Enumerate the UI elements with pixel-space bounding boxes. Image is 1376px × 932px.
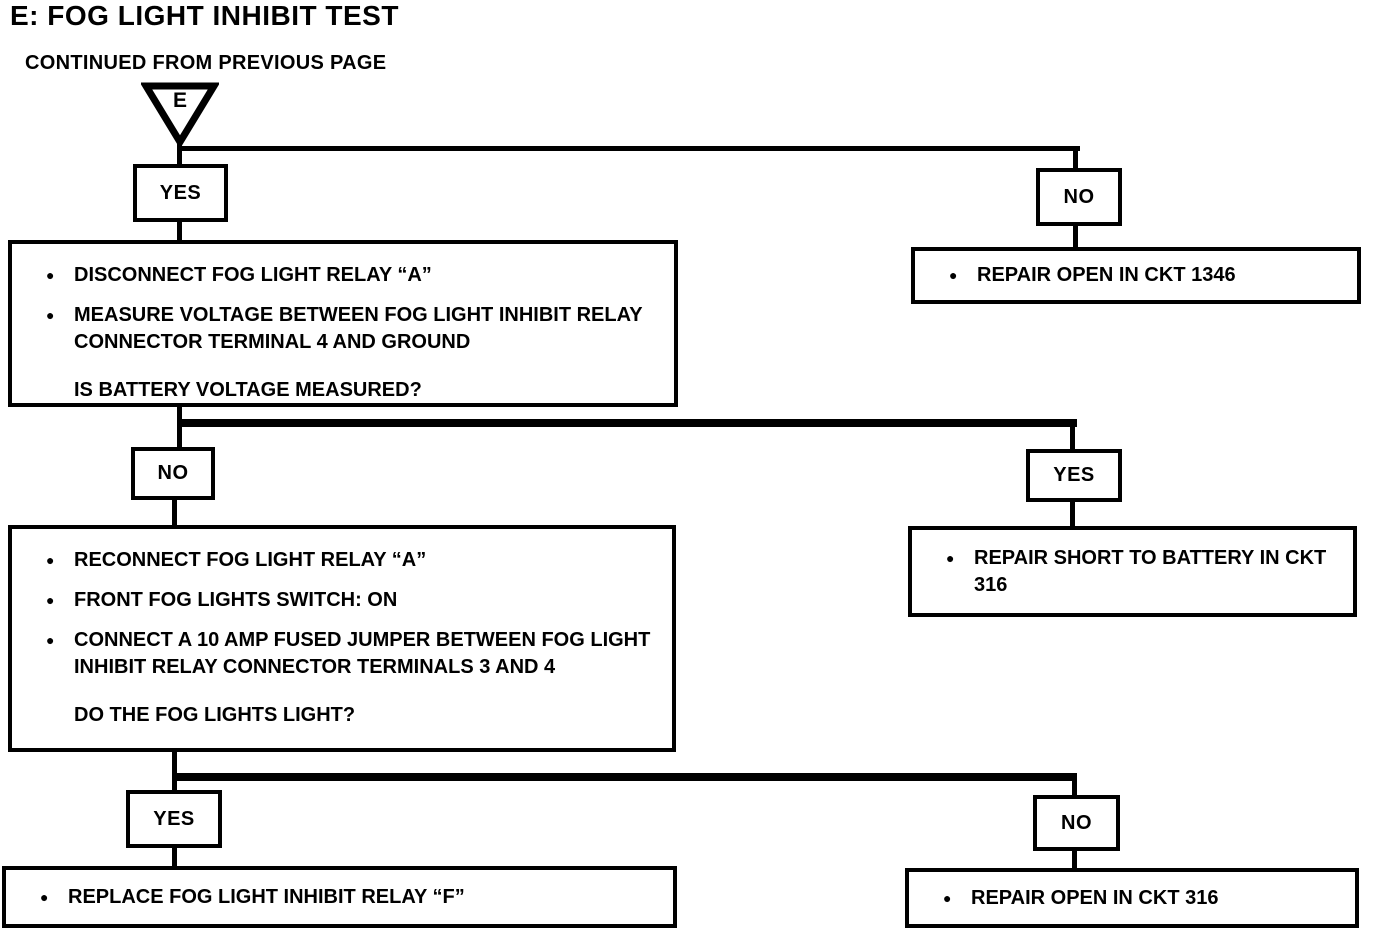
bullet-icon: ●	[943, 889, 952, 906]
connector-line	[177, 419, 1077, 427]
action-step-text: CONNECT A 10 AMP FUSED JUMPER BETWEEN FO…	[74, 629, 651, 678]
connector-line	[172, 497, 177, 527]
action-step: ● REPLACE FOG LIGHT INHIBIT RELAY “F”	[28, 884, 663, 911]
connector-line	[172, 773, 1077, 781]
bullet-icon: ●	[946, 549, 955, 566]
action-step: ● REPAIR SHORT TO BATTERY IN CKT 316	[934, 545, 1343, 599]
action-step: ● MEASURE VOLTAGE BETWEEN FOG LIGHT INHI…	[34, 302, 664, 356]
bullet-icon: ●	[46, 632, 55, 648]
connector-line	[172, 845, 177, 868]
decision-label: NO	[1063, 185, 1095, 208]
connector-line	[172, 750, 177, 792]
action-step: ● REPAIR OPEN IN CKT 1346	[937, 262, 1347, 289]
connector-line	[1072, 773, 1077, 797]
action-step-text: RECONNECT FOG LIGHT RELAY “A”	[74, 549, 427, 571]
connector-line	[177, 146, 1080, 151]
action-box-3-left: ● REPLACE FOG LIGHT INHIBIT RELAY “F”	[2, 866, 677, 928]
action-step: ● CONNECT A 10 AMP FUSED JUMPER BETWEEN …	[34, 627, 662, 681]
bullet-icon: ●	[949, 267, 958, 283]
decision-yes-1: YES	[133, 164, 228, 222]
action-box-1-left: ● DISCONNECT FOG LIGHT RELAY “A” ● MEASU…	[8, 240, 678, 407]
connector-line	[177, 218, 182, 244]
decision-label: YES	[159, 181, 202, 204]
connector-line	[1072, 849, 1077, 870]
decision-no-3: NO	[1033, 795, 1120, 851]
connector-line	[1070, 500, 1075, 528]
decision-question: IS BATTERY VOLTAGE MEASURED?	[74, 379, 422, 401]
action-step: ● FRONT FOG LIGHTS SWITCH: ON	[34, 587, 662, 614]
action-step-text: REPLACE FOG LIGHT INHIBIT RELAY “F”	[68, 885, 465, 908]
action-step: ● REPAIR OPEN IN CKT 316	[931, 885, 1345, 912]
action-step-text: REPAIR OPEN IN CKT 316	[971, 886, 1219, 909]
bullet-icon: ●	[40, 888, 49, 905]
action-box-3-right: ● REPAIR OPEN IN CKT 316	[905, 868, 1359, 928]
action-box-2-left: ● RECONNECT FOG LIGHT RELAY “A” ● FRONT …	[8, 525, 676, 752]
connector-line	[1073, 222, 1078, 251]
action-step-text: FRONT FOG LIGHTS SWITCH: ON	[74, 589, 398, 611]
action-step: ● RECONNECT FOG LIGHT RELAY “A”	[34, 547, 662, 574]
action-step-text: REPAIR SHORT TO BATTERY IN CKT 316	[974, 546, 1327, 596]
action-step-text: REPAIR OPEN IN CKT 1346	[977, 264, 1236, 286]
action-box-2-right: ● REPAIR SHORT TO BATTERY IN CKT 316	[908, 526, 1357, 617]
bullet-icon: ●	[46, 307, 55, 323]
entry-connector-letter: E	[172, 89, 187, 112]
bullet-icon: ●	[46, 267, 55, 283]
bullet-icon: ●	[46, 592, 55, 608]
decision-yes-2: YES	[1026, 449, 1122, 502]
action-step-text: DISCONNECT FOG LIGHT RELAY “A”	[74, 264, 432, 286]
decision-yes-3: YES	[126, 790, 222, 848]
connector-line	[1070, 419, 1075, 451]
decision-no-2: NO	[131, 447, 215, 500]
decision-label: YES	[153, 807, 195, 830]
decision-label: NO	[1061, 811, 1092, 834]
action-box-1-right: ● REPAIR OPEN IN CKT 1346	[911, 247, 1361, 304]
decision-no-1: NO	[1036, 168, 1122, 226]
page-title: E: FOG LIGHT INHIBIT TEST	[10, 0, 399, 31]
connector-line	[177, 140, 182, 170]
decision-question: DO THE FOG LIGHTS LIGHT?	[74, 704, 356, 726]
decision-label: NO	[157, 462, 189, 484]
decision-label: YES	[1053, 464, 1095, 486]
action-step: ● DISCONNECT FOG LIGHT RELAY “A”	[34, 262, 664, 289]
entry-connector-triangle-icon: E	[139, 82, 221, 149]
bullet-icon: ●	[46, 552, 55, 568]
continued-from-label: CONTINUED FROM PREVIOUS PAGE	[25, 52, 387, 74]
action-step-text: MEASURE VOLTAGE BETWEEN FOG LIGHT INHIBI…	[74, 304, 643, 353]
connector-line	[1073, 146, 1078, 172]
